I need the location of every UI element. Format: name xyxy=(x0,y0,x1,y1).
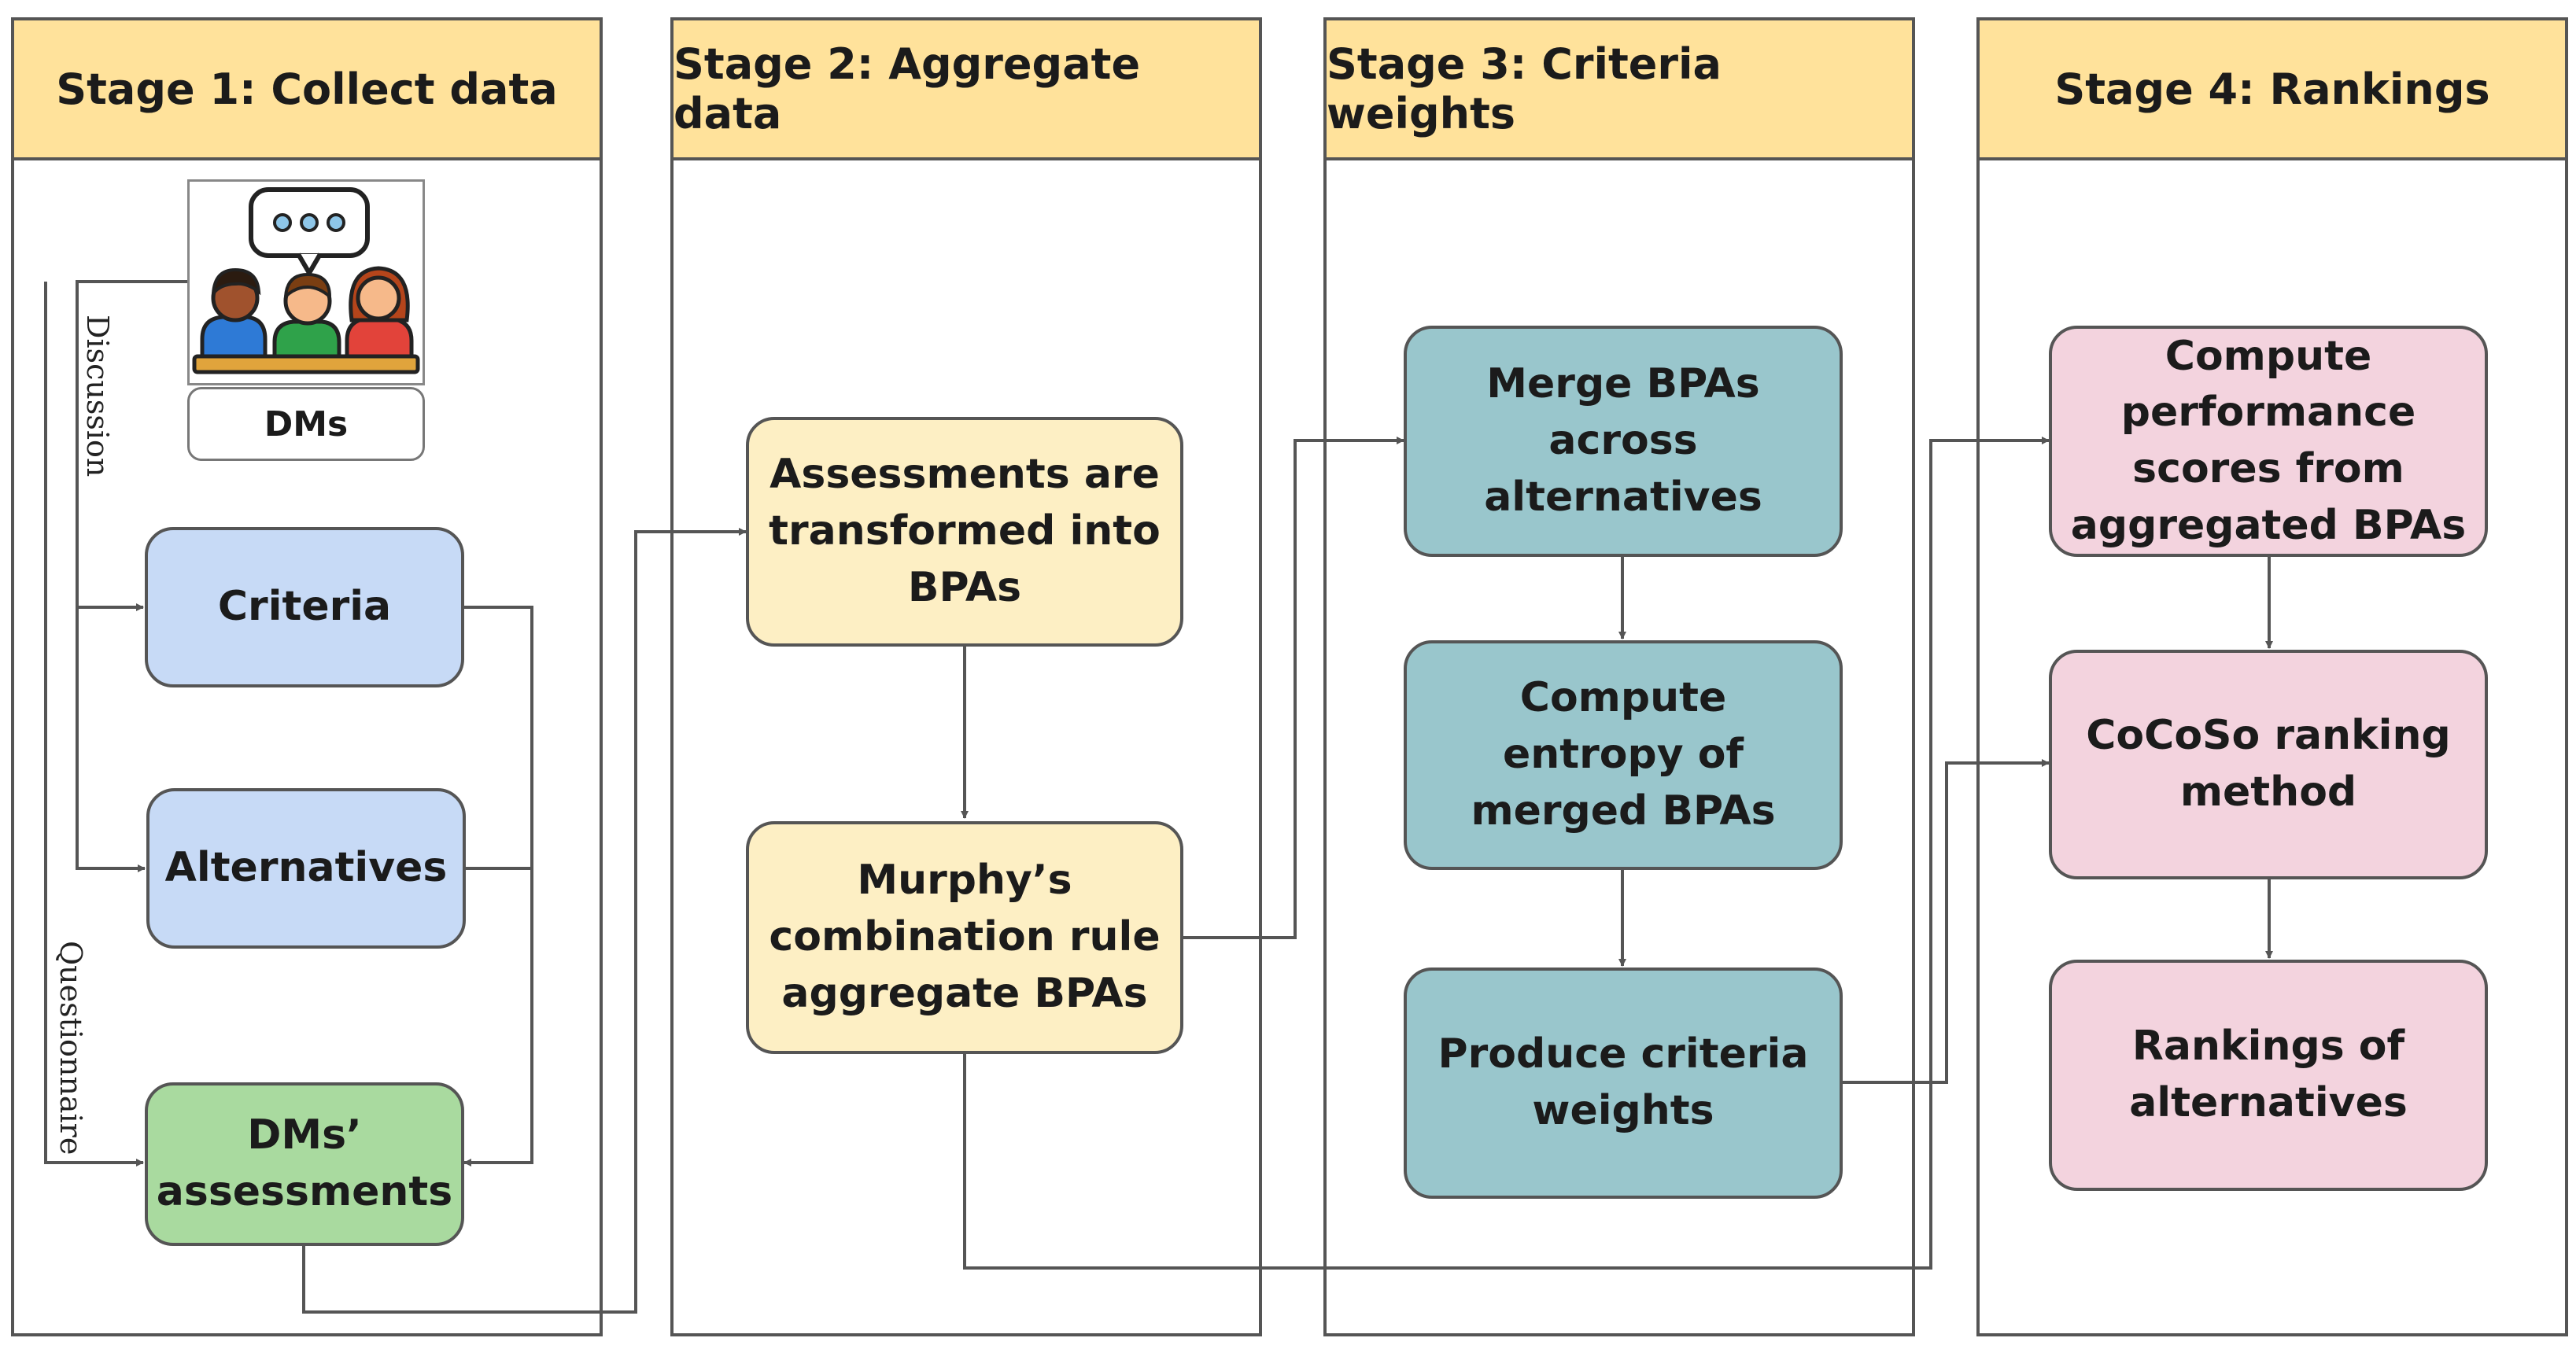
questionnaire-label: Questionnaire xyxy=(54,941,88,1155)
entropy-box: Compute entropy of merged BPAs xyxy=(1404,640,1843,870)
rankings-box: Rankings of alternatives xyxy=(2049,960,2488,1191)
questionnaire-connector xyxy=(44,282,144,1167)
transform-box: Assessments are transformed into BPAs xyxy=(746,417,1183,647)
alternatives-box: Alternatives xyxy=(146,788,466,949)
weights-to-cocoso xyxy=(1843,759,2050,1084)
stage-3-title: Stage 3: Criteria weights xyxy=(1327,20,1912,160)
stage-4-title: Stage 4: Rankings xyxy=(1980,20,2565,160)
speech-bubble-icon xyxy=(249,187,370,278)
dms-illustration xyxy=(187,179,425,385)
discussion-label: Discussion xyxy=(80,315,115,477)
stage-2-title: Stage 2: Aggregate data xyxy=(674,20,1259,160)
assessments-to-transform xyxy=(302,528,747,1314)
murphy-box: Murphy’s combination rule aggregate BPAs xyxy=(746,821,1183,1054)
weights-box: Produce criteria weights xyxy=(1404,968,1843,1199)
discussion-connector xyxy=(76,280,189,611)
discussion-to-alternatives xyxy=(76,607,146,872)
criteria-to-assessments xyxy=(463,606,533,1167)
murphy-to-merge xyxy=(1183,437,1404,939)
murphy-to-performance xyxy=(963,437,2050,1270)
dms-label-box: DMs xyxy=(187,387,425,461)
cocoso-box: CoCoSo ranking method xyxy=(2049,650,2488,879)
dms-assessments-box: DMs’ assessments xyxy=(145,1082,464,1246)
people-group-icon xyxy=(192,187,420,374)
stage-1-title: Stage 1: Collect data xyxy=(14,20,600,160)
criteria-box: Criteria xyxy=(145,527,464,687)
merge-box: Merge BPAs across alternatives xyxy=(1404,326,1843,557)
performance-box: Compute performance scores from aggregat… xyxy=(2049,326,2488,557)
